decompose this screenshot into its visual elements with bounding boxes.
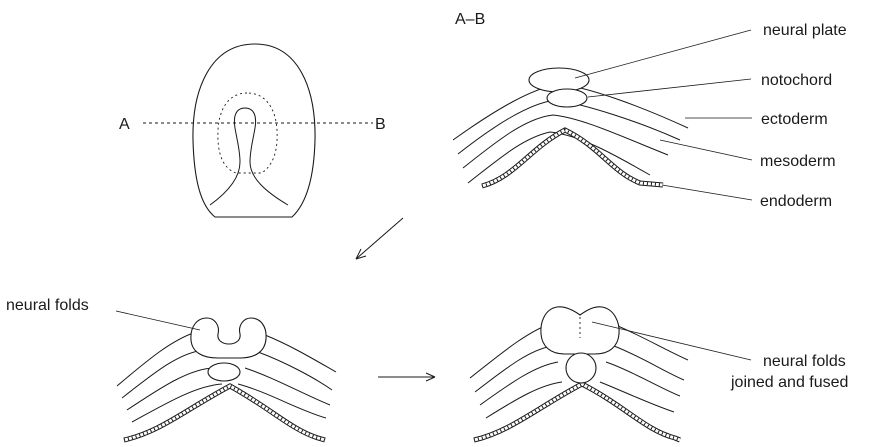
horizontal-arrow xyxy=(378,373,435,381)
neural-tube xyxy=(541,307,619,354)
fold-notochord xyxy=(208,363,240,381)
endoderm-layer xyxy=(482,130,663,186)
fold-endoderm-layer xyxy=(124,386,325,440)
embryo-outline xyxy=(193,44,315,217)
neural-plate xyxy=(529,68,589,92)
embryo-dorsal-view: A B xyxy=(119,44,386,217)
diagonal-arrow xyxy=(356,218,403,259)
notochord xyxy=(547,89,587,107)
neural-folds-leader xyxy=(116,311,200,330)
neural-plate-label: neural plate xyxy=(763,22,847,39)
endoderm-leader xyxy=(662,185,752,200)
cross-section-fused: neural folds joined and fused xyxy=(470,307,848,440)
notochord-leader xyxy=(588,79,751,97)
section-heading: A–B xyxy=(455,11,485,28)
mesoderm-leader xyxy=(660,140,752,160)
point-b-label: B xyxy=(375,116,386,133)
mesoderm-label: mesoderm xyxy=(760,153,836,170)
fused-label-line-1: neural folds xyxy=(763,353,846,370)
fused-notochord xyxy=(566,353,596,383)
point-a-label: A xyxy=(119,116,130,133)
fused-endoderm-layer xyxy=(474,384,680,440)
notochord-label: notochord xyxy=(761,72,832,89)
ectoderm-label: ectoderm xyxy=(761,111,828,128)
neural-folds-label: neural folds xyxy=(6,297,89,314)
neural-fold-u-shape xyxy=(191,318,266,358)
neural-plate-leader xyxy=(575,30,751,78)
cross-section-neural-folds: neural folds xyxy=(6,297,336,440)
cross-section-a-b: A–B neural plate notochord ectoderm meso… xyxy=(453,11,847,210)
endoderm-label: endoderm xyxy=(760,193,832,210)
fused-label-line-2: joined and fused xyxy=(730,374,848,391)
